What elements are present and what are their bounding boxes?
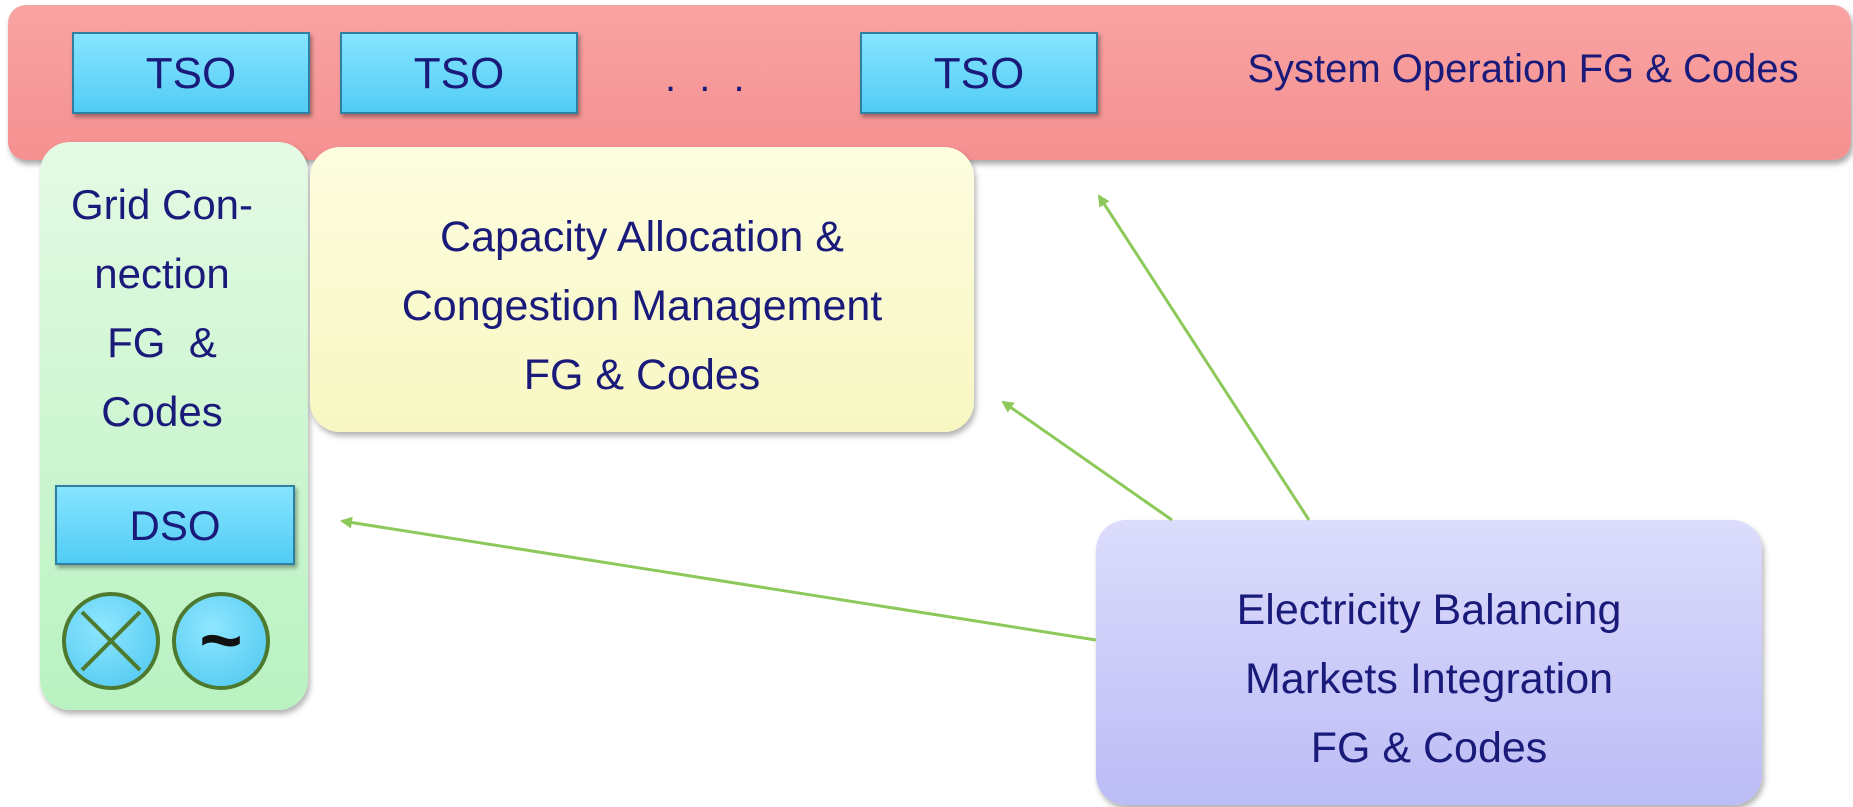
grid-connection-label-line: nection: [94, 250, 230, 297]
ellipsis: . . .: [665, 56, 751, 100]
capacity-allocation-label: Capacity Allocation & Congestion Manageme…: [310, 203, 974, 410]
transformer-cross-icon: [62, 592, 160, 690]
tso-box-3: TSO: [860, 32, 1098, 114]
grid-connection-label-line: FG &: [107, 319, 217, 366]
electricity-balancing-label-line: FG & Codes: [1310, 724, 1548, 772]
arrow-to-capacity-allocation: [1001, 400, 1173, 522]
system-operation-label: System Operation FG & Codes: [1247, 47, 1799, 91]
capacity-allocation-label-line: Congestion Management: [401, 282, 883, 330]
dso-box: DSO: [55, 485, 295, 565]
grid-connection-label-line: Codes: [101, 388, 223, 435]
grid-connection-label: Grid Con-nection FG & Codes: [40, 170, 284, 446]
tilde-generator-icon: ~: [172, 592, 270, 690]
tso-box-1: TSO: [72, 32, 310, 114]
tso-box-2: TSO: [340, 32, 578, 114]
capacity-allocation-label-line: Capacity Allocation &: [440, 213, 844, 261]
electricity-balancing-label-line: Electricity Balancing: [1236, 586, 1622, 634]
arrow-to-system-operation: [1097, 194, 1311, 521]
electricity-balancing-label-line: Markets Integration: [1244, 655, 1614, 703]
system-operation-band: System Operation FG & Codes: [8, 5, 1851, 160]
grid-connection-label-line: Grid Con-: [70, 181, 254, 228]
capacity-allocation-box: Capacity Allocation & Congestion Manageme…: [310, 147, 974, 432]
capacity-allocation-label-line: FG & Codes: [523, 351, 761, 399]
arrow-to-grid-connection: [340, 516, 1097, 642]
